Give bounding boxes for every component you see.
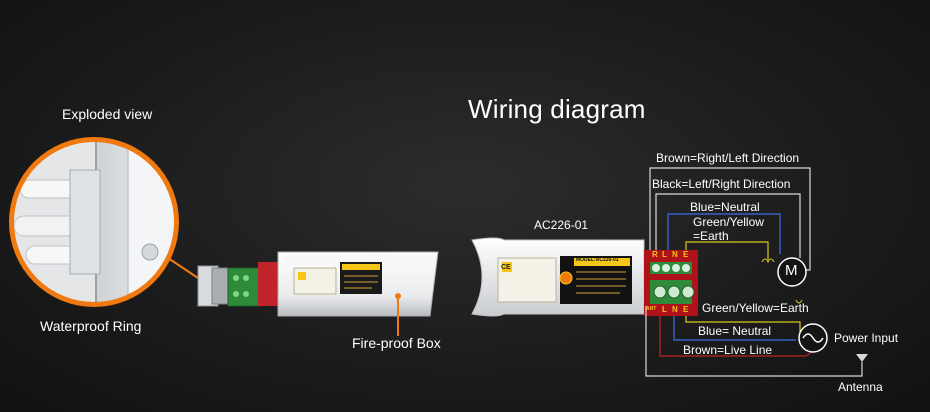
black-direction-label: Black=Left/Right Direction (652, 177, 791, 191)
module-model-tag: MODEL:AC226-01 (576, 257, 619, 263)
earth-power-label: Green/Yellow=Earth (702, 301, 809, 315)
terminal-top-l: L (662, 250, 667, 259)
motor-symbol (777, 257, 807, 287)
terminal-ant: ANT (646, 306, 657, 312)
waterproof-ring-label: Waterproof Ring (40, 318, 142, 334)
wire-black-direction (655, 193, 801, 258)
terminal-block (644, 250, 698, 316)
brown-direction-label: Brown=Right/Left Direction (656, 151, 800, 165)
antenna-symbol (856, 354, 868, 362)
wire-earth-motor (685, 241, 769, 260)
earth-motor-label-2: =Earth (693, 229, 729, 243)
wire-earth-power (685, 316, 801, 336)
wire-brown-direction (649, 167, 811, 271)
earth-symbol (761, 258, 775, 264)
blue-neutral-power-label: Blue= Neutral (698, 324, 772, 338)
terminal-top-e: E (683, 250, 689, 259)
earth-symbol-power (795, 299, 803, 304)
terminal-top-r: R (652, 250, 658, 259)
brown-live-label: Brown=Live Line (683, 343, 773, 357)
wire-blue-neutral-motor (667, 213, 781, 254)
terminal-bottom-e: E (683, 305, 689, 314)
earth-motor-label-1: Green/Yellow (693, 215, 764, 229)
fire-proof-box-label: Fire-proof Box (352, 335, 441, 351)
diagram-title: Wiring diagram (468, 94, 646, 124)
exploded-view-magnifier (9, 137, 179, 307)
model-label: AC226-01 (534, 218, 589, 232)
antenna-label: Antenna (838, 380, 883, 394)
ce-mark: CE (501, 264, 511, 271)
power-input-label: Power Input (834, 331, 899, 345)
fire-proof-box-device (197, 251, 439, 317)
power-input-symbol (798, 323, 828, 353)
exploded-view-label: Exploded view (62, 106, 153, 122)
blue-neutral-motor-label: Blue=Neutral (690, 200, 760, 214)
terminal-bottom-l: L (662, 305, 667, 314)
ac226-module (471, 237, 645, 317)
terminal-bottom-n: N (672, 305, 678, 314)
wire-blue-neutral-power (673, 316, 796, 341)
wire-antenna (645, 306, 863, 377)
terminal-top-n: N (672, 250, 678, 259)
motor-symbol-letter: M (785, 262, 798, 279)
